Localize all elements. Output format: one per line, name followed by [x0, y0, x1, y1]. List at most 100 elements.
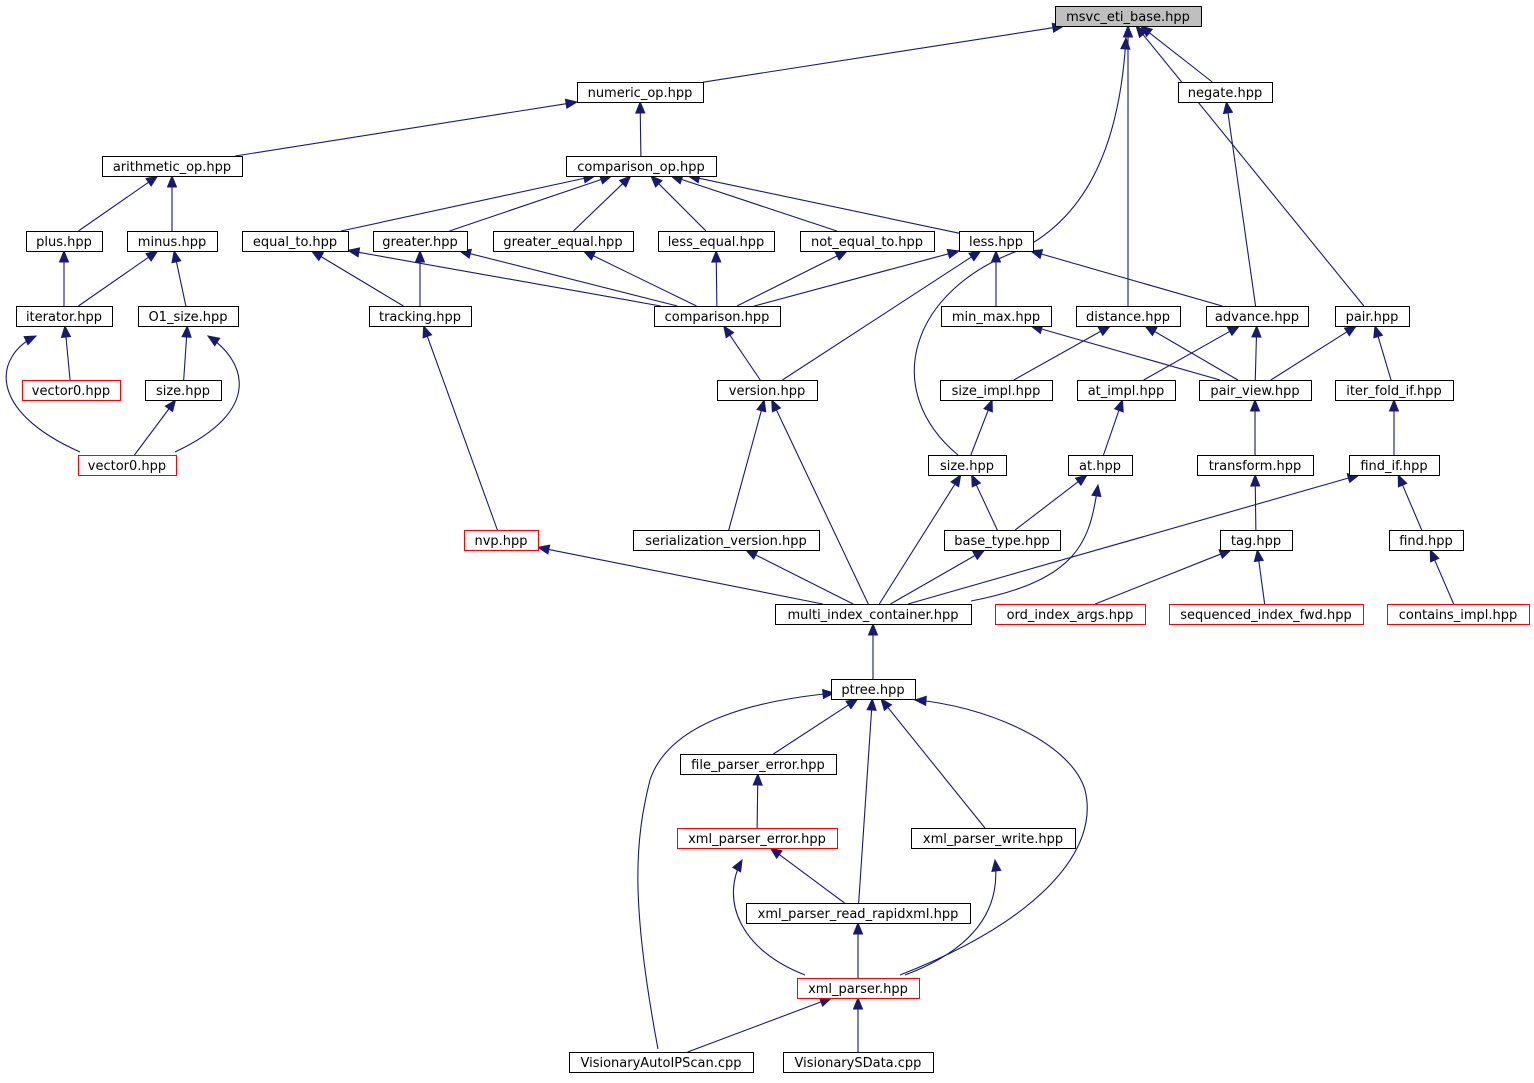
node-pair[interactable]: pair.hpp	[1335, 306, 1410, 327]
edge-sequenced_index_fwd-to-tag	[1258, 559, 1266, 605]
node-box	[680, 754, 837, 775]
node-multi-index-container[interactable]: multi_index_container.hpp	[775, 604, 972, 625]
edge-arrowhead-iterator-to-plus	[58, 249, 70, 263]
edge-arrowhead-ord_index_args-to-tag	[1218, 549, 1233, 560]
node-label: ord_index_args.hpp	[1007, 608, 1134, 623]
node-numeric-op[interactable]: numeric_op.hpp	[577, 82, 704, 103]
node-at[interactable]: at.hpp	[1068, 455, 1133, 476]
edge-serialization_version-to-version	[728, 409, 763, 531]
node-contains-impl[interactable]: contains_impl.hpp	[1387, 604, 1530, 625]
edge-arrowhead-o1_size-to-minus	[171, 249, 182, 264]
edge-advance-to-negate	[1227, 111, 1257, 307]
node-not-equal-to[interactable]: not_equal_to.hpp	[800, 231, 935, 252]
node-label: O1_size.hpp	[148, 310, 227, 325]
node-transform[interactable]: transform.hpp	[1197, 455, 1314, 476]
node-comparison-op[interactable]: comparison_op.hpp	[566, 156, 717, 177]
edge-arrowhead-comparison-to-not_equal_to	[834, 250, 849, 261]
node-tracking[interactable]: tracking.hpp	[369, 306, 472, 327]
edge-version-to-comparison	[728, 333, 761, 381]
edge-at-to-at_impl	[1102, 409, 1120, 456]
edge-multi_index_container-to-nvp	[547, 548, 823, 605]
edge-advance-to-less	[1040, 253, 1223, 307]
node-size-a[interactable]: size.hpp	[145, 380, 222, 401]
node-label: xml_parser_error.hpp	[688, 832, 826, 847]
node-at-impl[interactable]: at_impl.hpp	[1077, 380, 1176, 401]
node-vector0-b[interactable]: vector0.hpp	[78, 455, 177, 476]
node-xml-parser-write[interactable]: xml_parser_write.hpp	[911, 828, 1076, 849]
node-min-max[interactable]: min_max.hpp	[941, 306, 1052, 327]
node-less-equal[interactable]: less_equal.hpp	[658, 231, 775, 252]
node-label: at.hpp	[1079, 459, 1121, 474]
node-label: transform.hpp	[1209, 459, 1302, 474]
edge-arrowhead-less_equal-to-comparison_op	[650, 175, 663, 188]
node-visionary-sdata[interactable]: VisionarySData.cpp	[783, 1052, 934, 1073]
node-greater[interactable]: greater.hpp	[373, 231, 468, 252]
node-xml-parser-error[interactable]: xml_parser_error.hpp	[677, 828, 838, 849]
node-ptree[interactable]: ptree.hpp	[831, 679, 916, 700]
node-box	[577, 82, 704, 103]
node-label: negate.hpp	[1188, 86, 1262, 101]
node-base-type[interactable]: base_type.hpp	[944, 530, 1061, 551]
node-label: equal_to.hpp	[253, 235, 337, 250]
edge-size_a-to-o1_size	[183, 335, 188, 381]
node-size-b[interactable]: size.hpp	[928, 455, 1007, 476]
node-comparison[interactable]: comparison.hpp	[654, 306, 781, 327]
node-vector0-a[interactable]: vector0.hpp	[22, 380, 121, 401]
edge-xml_parser-to-ptree	[899, 699, 1088, 976]
node-version[interactable]: version.hpp	[717, 380, 818, 401]
edge-comparison-to-not_equal_to	[736, 254, 839, 307]
node-advance[interactable]: advance.hpp	[1206, 306, 1309, 327]
node-box	[944, 530, 1061, 551]
node-box	[1068, 455, 1133, 476]
node-less[interactable]: less.hpp	[959, 231, 1034, 252]
node-size-impl[interactable]: size_impl.hpp	[940, 380, 1053, 401]
node-find[interactable]: find.hpp	[1389, 530, 1464, 551]
edge-comparison-to-greater_equal	[592, 254, 697, 307]
edge-arrowhead-transform-to-pair_view	[1249, 398, 1261, 412]
node-file-parser-error[interactable]: file_parser_error.hpp	[680, 754, 837, 775]
node-label: pair.hpp	[1346, 310, 1399, 325]
node-find-if[interactable]: find_if.hpp	[1349, 455, 1440, 476]
node-xml-parser-read-rapidxml[interactable]: xml_parser_read_rapidxml.hpp	[746, 903, 971, 924]
node-box	[26, 231, 103, 252]
node-label: tracking.hpp	[379, 310, 461, 325]
node-pair-view[interactable]: pair_view.hpp	[1199, 380, 1312, 401]
node-greater-equal[interactable]: greater_equal.hpp	[493, 231, 634, 252]
node-plus[interactable]: plus.hpp	[26, 231, 103, 252]
node-xml-parser[interactable]: xml_parser.hpp	[797, 978, 920, 999]
node-label: tag.hpp	[1231, 534, 1281, 549]
edge-at_impl-to-advance	[1143, 330, 1231, 381]
node-iter-fold-if[interactable]: iter_fold_if.hpp	[1335, 380, 1454, 401]
node-box	[959, 231, 1034, 252]
edge-arrowhead-ptree-to-multi_index_container	[867, 622, 879, 636]
node-distance[interactable]: distance.hpp	[1076, 306, 1181, 327]
edge-arrowhead-pair_view-to-pair	[1343, 325, 1358, 337]
node-box	[941, 306, 1052, 327]
node-label: find_if.hpp	[1360, 459, 1427, 474]
node-msvc-eti-base[interactable]: msvc_eti_base.hpp	[1055, 6, 1202, 27]
node-minus[interactable]: minus.hpp	[127, 231, 218, 252]
node-box	[775, 604, 972, 625]
node-label: distance.hpp	[1086, 310, 1170, 325]
edge-arrowhead-iter_fold_if-to-pair	[1373, 324, 1384, 339]
node-sequenced-index-fwd[interactable]: sequenced_index_fwd.hpp	[1169, 604, 1364, 625]
node-visionary-autoip[interactable]: VisionaryAutoIPScan.cpp	[569, 1052, 754, 1073]
node-label: vector0.hpp	[32, 384, 110, 399]
node-label: size.hpp	[156, 384, 210, 399]
node-label: not_equal_to.hpp	[811, 235, 923, 250]
node-box	[493, 231, 634, 252]
node-equal-to[interactable]: equal_to.hpp	[242, 231, 349, 252]
node-serialization-version[interactable]: serialization_version.hpp	[633, 530, 820, 551]
edge-arrowhead-xml_parser_read_rapidxml-to-xml_parser_error	[769, 847, 783, 860]
node-ord-index-args[interactable]: ord_index_args.hpp	[995, 604, 1146, 625]
node-negate[interactable]: negate.hpp	[1178, 82, 1273, 103]
node-o1-size[interactable]: O1_size.hpp	[138, 306, 239, 327]
node-tag[interactable]: tag.hpp	[1220, 530, 1293, 551]
edge-vector0_a-to-iterator	[65, 335, 71, 381]
edge-arrowhead-xml_parser-to-ptree	[913, 695, 927, 707]
node-nvp[interactable]: nvp.hpp	[464, 530, 539, 551]
node-arithmetic-op[interactable]: arithmetic_op.hpp	[102, 156, 243, 177]
node-iterator[interactable]: iterator.hpp	[16, 306, 113, 327]
edge-arrowhead-comparison-to-less_equal	[711, 249, 722, 263]
